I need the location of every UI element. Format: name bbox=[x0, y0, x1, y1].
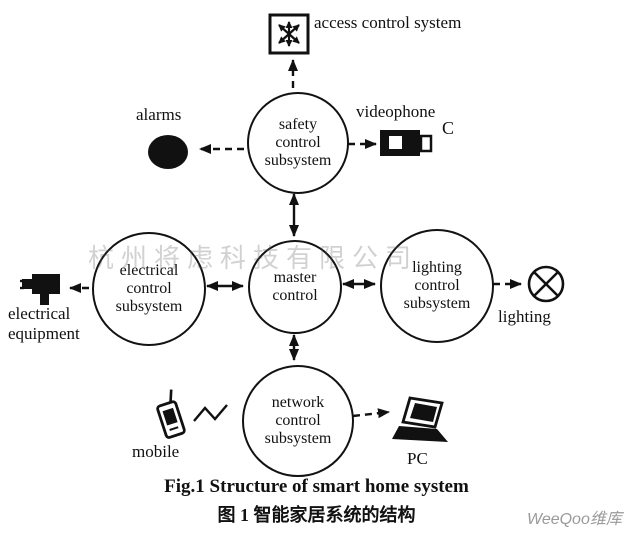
node-safety-control: safety control subsystem bbox=[247, 92, 349, 194]
watermark-corner: WeeQoo维库 bbox=[527, 511, 622, 528]
electrical-equipment-icon bbox=[20, 274, 60, 305]
alarm-icon bbox=[148, 135, 188, 169]
node-electrical-control: electrical control subsystem bbox=[92, 232, 206, 346]
arrow-network-pc bbox=[352, 408, 390, 419]
lighting-label: lighting bbox=[498, 307, 551, 326]
pc-laptop-icon bbox=[392, 396, 448, 442]
node-network-control: network control subsystem bbox=[242, 365, 354, 477]
mobile-label: mobile bbox=[132, 442, 180, 461]
figure-caption-english: Fig.1 Structure of smart home system bbox=[164, 476, 469, 497]
electrical-equipment-label: electrical equipment bbox=[8, 304, 80, 344]
node-lighting-control: lighting control subsystem bbox=[380, 229, 494, 343]
alarms-label: alarms bbox=[136, 105, 182, 124]
wireless-zigzag bbox=[193, 404, 228, 422]
lighting-lamp-icon bbox=[527, 265, 565, 303]
videophone-icon bbox=[380, 130, 433, 156]
camera-c-label: C bbox=[442, 118, 455, 138]
videophone-label: videophone bbox=[356, 102, 436, 121]
access-control-label: access control system bbox=[314, 13, 462, 32]
node-master-control: master control bbox=[248, 240, 342, 334]
figure-caption-chinese: 图 1 智能家居系统的结构 bbox=[217, 505, 416, 525]
pc-label: PC bbox=[407, 449, 428, 468]
mobile-phone-icon bbox=[156, 389, 186, 439]
access-control-icon bbox=[268, 13, 310, 55]
